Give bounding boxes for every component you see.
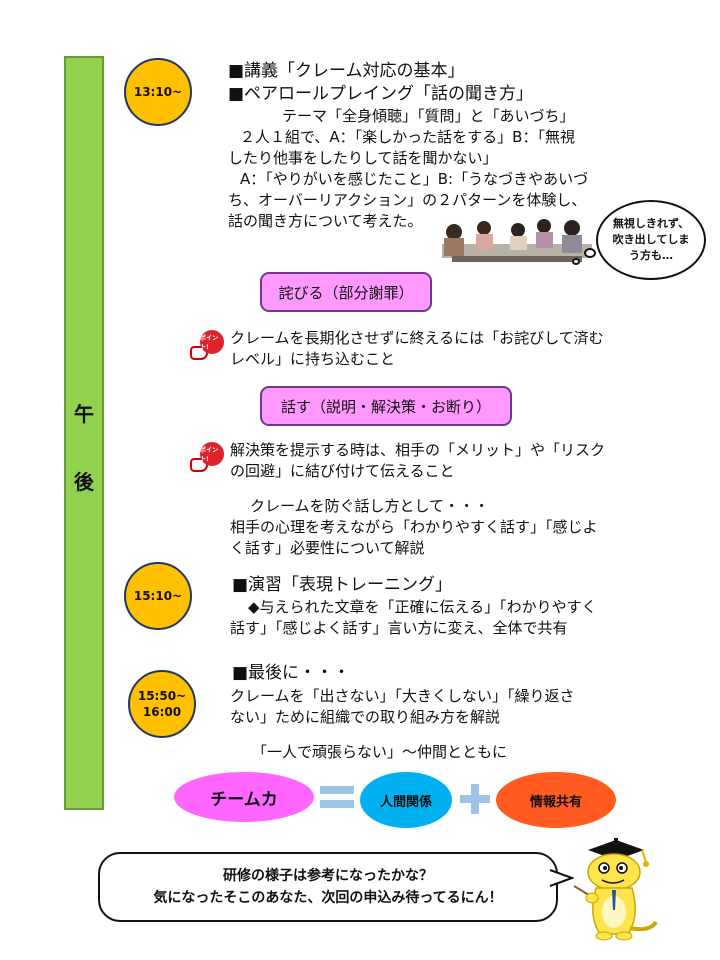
team-power-text: チームカ: [210, 789, 278, 810]
afternoon-bar: [64, 56, 104, 810]
speech-tail: [549, 868, 575, 888]
apologize-point: クレームを長期化させずに終えるには「お詫びして済む: [230, 329, 604, 347]
teamwork-tagline: 「一人で頑張らない」～仲間とともに: [252, 743, 508, 761]
prevent-body: 相手の心理を考えながら「わかりやすく話す」「感じよ: [230, 518, 598, 536]
time-text: 15:50~: [137, 689, 187, 703]
time-text: 16:00: [142, 705, 182, 719]
roleplay-body: ２人１組で、A：「楽しかった話をする」B：「無視: [240, 128, 575, 146]
thought-dot: [572, 258, 580, 265]
afternoon-label-2: 後: [74, 470, 94, 494]
exercise-body: 話す」「感じよく話す」言い方に変え、全体で共有: [230, 619, 568, 637]
lecture-heading: ■講義「クレーム対応の基本」: [228, 61, 465, 81]
roleplay-body: A：「やりがいを感じたこと」B:「うなづきやあいづ: [240, 170, 589, 188]
time-text: 15:10~: [133, 589, 183, 603]
time-text: 13:10~: [133, 85, 183, 99]
thought-dot: [584, 248, 596, 258]
time-badge-1510: 15:10~: [124, 562, 192, 630]
relationships-oval: 人間関係: [360, 772, 452, 828]
point-icon: ポイント!: [190, 442, 226, 476]
thought-line: う方も…: [628, 249, 673, 262]
footer-line-1: 研修の様子は参考になったかな？: [223, 868, 433, 884]
mascot-character-icon: [566, 838, 660, 942]
footer-speech-bubble: 研修の様子は参考になったかな？ 気になったそこのあなた、次回の申込み待ってるにん…: [98, 852, 558, 922]
apologize-label: 詫びる（部分謝罪）: [260, 272, 432, 312]
speak-point: 解決策を提示する時は、相手の「メリット」や「リスク: [230, 441, 606, 459]
point-badge: ポイント!: [200, 442, 224, 466]
prevent-intro: クレームを防ぐ話し方として・・・: [250, 497, 490, 515]
team-power-oval: チームカ: [174, 772, 314, 822]
point-badge: ポイント!: [200, 330, 224, 354]
footer-line-2: 気になったそこのあなた、次回の申込み待ってるにん！: [153, 890, 503, 906]
time-badge-1310: 13:10~: [124, 58, 192, 126]
closing-body: クレームを「出さない」「大きくしない」「繰り返さ: [230, 687, 575, 705]
plus-icon: [460, 784, 490, 814]
thought-line: 無視しきれず、: [612, 217, 690, 230]
thought-bubble: 無視しきれず、 吹き出してしま う方も…: [596, 200, 706, 280]
closing-body: ない」ために組織での取り組み方を解説: [230, 708, 501, 726]
relationships-text: 人間関係: [379, 794, 432, 810]
roleplay-heading: ■ペアロールプレイング「話の聞き方」: [228, 84, 534, 104]
exercise-body: ◆与えられた文章を「正確に伝える」「わかりやすく: [248, 598, 597, 616]
roleplay-body: ち、オーバーリアクション」の２パターンを体験し、: [228, 191, 587, 209]
point-icon: ポイント!: [190, 330, 226, 364]
thought-line: 吹き出してしま: [612, 233, 690, 246]
speak-label: 話す（説明・解決策・お断り）: [260, 386, 512, 426]
roleplay-theme: テーマ「全身傾聴」「質問」と「あいづち」: [282, 107, 575, 125]
afternoon-label-1: 午: [74, 402, 94, 426]
apologize-point: レベル」に持ち込むこと: [230, 350, 396, 368]
exercise-heading: ■演習「表現トレーニング」: [232, 575, 453, 595]
closing-heading: ■最後に・・・: [232, 663, 351, 683]
speak-point: の回避」に結び付けて伝えること: [230, 462, 455, 480]
equals-icon: [320, 784, 354, 810]
prevent-body: く話す」必要性について解説: [230, 539, 425, 557]
roleplay-body: したり他事をしたりして話を聞かない」: [228, 149, 498, 167]
info-sharing-text: 情報共有: [529, 794, 582, 810]
roleplay-body: 話の聞き方について考えた。: [228, 212, 423, 230]
time-badge-1550: 15:50~ 16:00: [128, 670, 196, 738]
info-sharing-oval: 情報共有: [496, 772, 616, 828]
